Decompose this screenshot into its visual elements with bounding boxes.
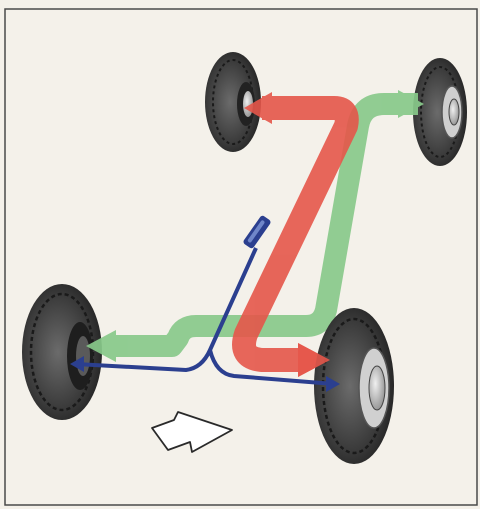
- blue-force-arrow: [70, 247, 340, 392]
- tire-front-right: [314, 308, 394, 464]
- tire-rear-left: [205, 52, 261, 152]
- tire-front-left: [22, 284, 102, 420]
- red-arrow-head: [298, 343, 330, 377]
- direction-arrow-outline: [151, 411, 233, 453]
- steering-handle: [243, 215, 271, 249]
- tire-rear-right: [413, 58, 467, 166]
- green-force-arrow: [86, 90, 424, 362]
